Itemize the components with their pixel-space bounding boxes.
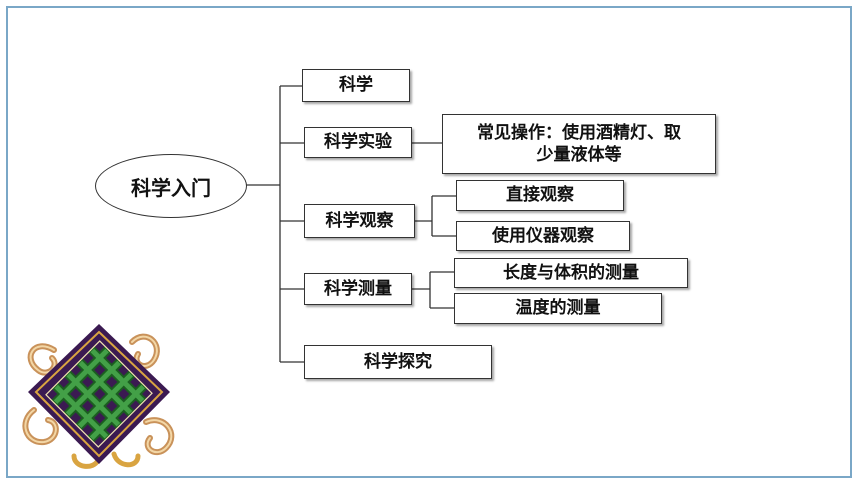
node-direct-observation: 直接观察 [456, 180, 624, 211]
node-science: 科学 [302, 69, 410, 102]
node-length-volume-measurement: 长度与体积的测量 [454, 258, 688, 288]
slide-frame [6, 6, 852, 478]
root-node: 科学入门 [95, 154, 247, 218]
node-science-inquiry: 科学探究 [304, 345, 492, 379]
endless-knot-icon [22, 324, 175, 469]
node-science-measurement: 科学测量 [304, 273, 412, 305]
node-instrument-observation: 使用仪器观察 [456, 221, 630, 251]
node-science-observation: 科学观察 [304, 204, 415, 238]
node-science-experiment: 科学实验 [304, 127, 412, 158]
node-temperature-measurement: 温度的测量 [454, 293, 662, 324]
node-common-operations: 常见操作：使用酒精灯、取少量液体等 [442, 114, 716, 174]
